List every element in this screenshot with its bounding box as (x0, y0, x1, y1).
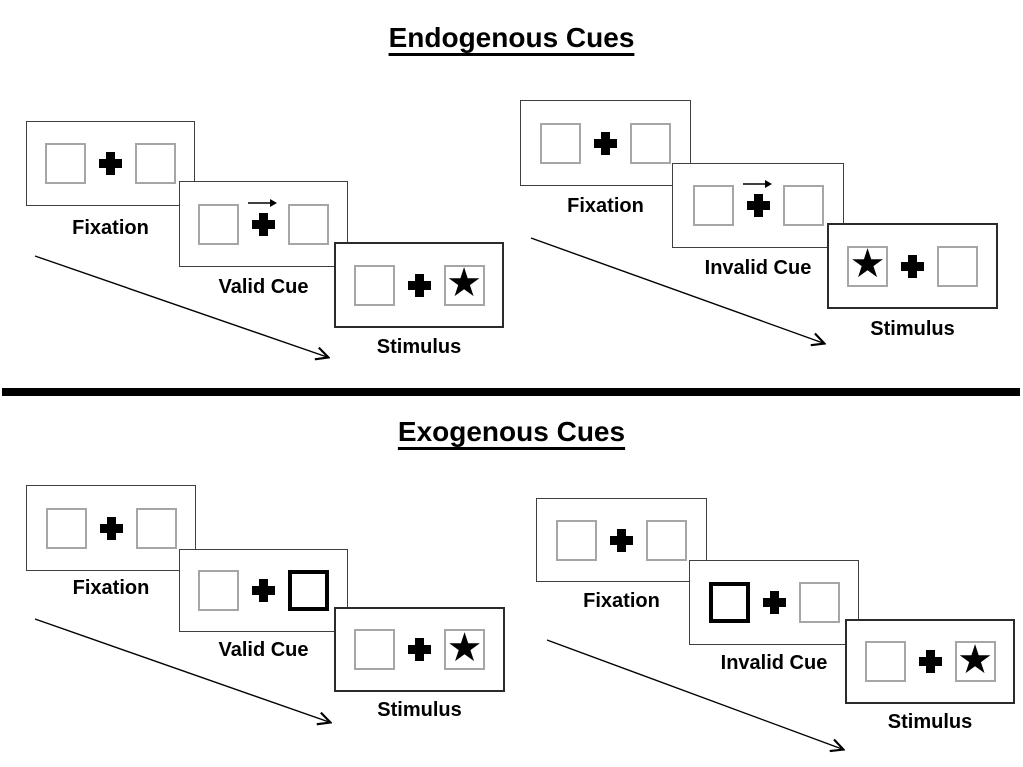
panel-stimulus: ★ (845, 619, 1015, 704)
panel-invalid-cue (672, 163, 844, 248)
right-target-box: ★ (954, 636, 996, 683)
exogenous-section-title: Exogenous Cues (397, 416, 626, 447)
left-placeholder-box (45, 507, 87, 549)
panel-stimulus: ★ (334, 242, 504, 328)
right-placeholder-box (630, 122, 671, 164)
fixation-cross-icon (248, 198, 277, 236)
timeline-arrow-icon (530, 237, 835, 351)
left-target-box: ★ (847, 241, 888, 287)
right-placeholder-box (135, 143, 176, 184)
right-placeholder-box (937, 245, 978, 287)
right-placeholder-box (798, 582, 840, 623)
left-placeholder-box (198, 570, 239, 611)
left-placeholder-box (198, 203, 239, 245)
star-icon: ★ (446, 624, 483, 671)
cue-arrow-right-icon (248, 198, 277, 207)
endogenous-section-title: Endogenous Cues (388, 22, 635, 53)
invalid-cue-label: Invalid Cue (704, 257, 812, 279)
stimulus-label: Stimulus (377, 699, 462, 721)
fixation-cross-icon (407, 273, 431, 297)
right-target-box: ★ (444, 624, 485, 671)
timeline-arrow-icon (546, 639, 851, 757)
fixation-cross-icon (901, 254, 924, 278)
left-placeholder-box (353, 264, 395, 306)
fixation-cross-icon (99, 152, 122, 175)
fixation-cross-icon (252, 579, 275, 602)
panel-stimulus: ★ (827, 223, 998, 309)
valid-cue-label: Valid Cue (218, 276, 309, 298)
fixation-cross-icon (610, 528, 633, 552)
stimulus-label: Stimulus (870, 318, 955, 340)
fixation-cross-icon (594, 131, 617, 155)
panel-stimulus: ★ (334, 607, 505, 692)
fixation-label: Fixation (72, 577, 150, 599)
section-divider (2, 388, 1020, 396)
star-icon: ★ (849, 241, 886, 287)
panel-fixation (26, 485, 196, 571)
panel-valid-cue (179, 549, 348, 632)
timeline-arrow-icon (34, 618, 339, 732)
left-placeholder-box (692, 185, 734, 226)
fixation-cross-icon (742, 180, 772, 217)
valid-cue-label: Valid Cue (218, 639, 309, 661)
right-placeholder-box (782, 185, 824, 226)
left-placeholder-box (540, 122, 581, 164)
star-icon: ★ (957, 636, 993, 683)
right-placeholder-box (646, 519, 687, 561)
left-placeholder-box (354, 629, 395, 670)
fixation-label: Fixation (583, 590, 660, 612)
cue-arrow-right-icon (742, 180, 772, 188)
stimulus-label: Stimulus (376, 336, 462, 358)
fixation-label: Fixation (72, 217, 149, 239)
fixation-cross-icon (918, 650, 942, 673)
left-placeholder-box (864, 641, 906, 682)
stimulus-label: Stimulus (887, 711, 973, 733)
panel-fixation (520, 100, 691, 186)
right-placeholder-box (288, 203, 329, 245)
right-target-box: ★ (443, 260, 485, 306)
panel-valid-cue (179, 181, 348, 267)
fixation-label: Fixation (567, 195, 644, 217)
left-placeholder-box (556, 519, 597, 561)
panel-fixation (26, 121, 195, 206)
panel-invalid-cue (689, 560, 859, 645)
left-placeholder-box (45, 143, 86, 184)
fixation-cross-icon (99, 516, 123, 540)
star-icon: ★ (446, 260, 482, 306)
timeline-arrow-icon (34, 255, 339, 367)
right-placeholder-box (135, 507, 177, 549)
left-cue-highlight-box (708, 582, 750, 623)
fixation-cross-icon (762, 591, 786, 614)
right-cue-highlight-box (288, 570, 329, 611)
invalid-cue-label: Invalid Cue (720, 652, 828, 674)
fixation-cross-icon (408, 638, 431, 661)
panel-fixation (536, 498, 707, 582)
